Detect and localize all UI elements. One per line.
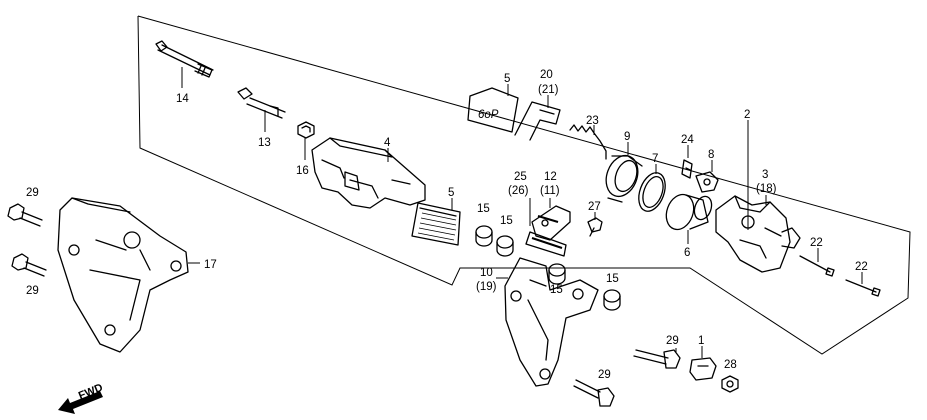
caliper-3	[715, 195, 801, 273]
cap-1	[689, 357, 717, 381]
label-2: 2	[744, 109, 750, 121]
label-22-b: 22	[855, 261, 868, 273]
label-22-a: 22	[810, 237, 823, 249]
bracket-17	[57, 197, 189, 353]
label-20: 20	[540, 69, 553, 81]
label-7: 7	[652, 153, 658, 165]
bracket-4	[311, 137, 426, 209]
pin-13	[237, 87, 286, 119]
bushing-15-c	[548, 263, 566, 285]
bolt-29-d	[573, 379, 615, 407]
nut-28	[721, 375, 739, 393]
nut-16	[297, 121, 315, 139]
label-29-a: 29	[26, 187, 39, 199]
bolt-29-b	[11, 253, 47, 277]
plate-12	[531, 205, 571, 241]
label-18: (18)	[756, 183, 777, 195]
label-29-b: 29	[26, 285, 39, 297]
cap-8	[695, 171, 719, 193]
bushing-15-b	[496, 235, 514, 257]
label-14: 14	[176, 93, 189, 105]
label-26: (26)	[508, 185, 529, 197]
bolt-14	[155, 40, 214, 78]
svg-text:6oP: 6oP	[478, 109, 499, 121]
label-21: (21)	[538, 84, 559, 96]
bolt-29-c	[633, 349, 681, 369]
label-4: 4	[384, 137, 391, 149]
label-10: 10	[480, 267, 493, 279]
label-29-d: 29	[598, 369, 611, 381]
bushing-15-a	[475, 225, 493, 247]
label-12: 12	[544, 171, 557, 183]
label-23: 23	[586, 115, 599, 127]
pin-22-a	[799, 255, 835, 277]
label-15-a: 15	[477, 203, 490, 215]
label-27: 27	[588, 201, 601, 213]
pad-5-upper: 6oP	[467, 87, 519, 133]
assembly-outline	[137, 15, 911, 355]
label-5-lower: 5	[448, 187, 454, 199]
label-25: 25	[514, 171, 527, 183]
pin-22-b	[845, 279, 881, 297]
label-3: 3	[762, 169, 768, 181]
label-1: 1	[698, 335, 704, 347]
label-24: 24	[681, 134, 694, 146]
label-9: 9	[624, 131, 630, 143]
label-13: 13	[258, 137, 271, 149]
plug-25	[525, 231, 567, 257]
label-15-d: 15	[606, 273, 619, 285]
ring-7	[638, 172, 666, 212]
spring-23	[569, 124, 607, 160]
shim-20	[514, 101, 561, 141]
label-28: 28	[724, 359, 737, 371]
pad-5-lower	[411, 202, 461, 246]
label-17: 17	[204, 259, 217, 271]
screw-27	[587, 217, 603, 237]
label-15-c: 15	[550, 284, 563, 296]
bleeder-24	[681, 159, 693, 179]
label-11: (11)	[540, 185, 560, 197]
bolt-29-a	[7, 203, 43, 227]
bushing-15-d	[603, 289, 621, 311]
label-19: (19)	[476, 281, 497, 293]
seal-9	[605, 154, 643, 203]
label-16: 16	[296, 165, 309, 177]
label-15-b: 15	[500, 215, 513, 227]
bracket-10	[504, 257, 599, 387]
label-29-c: 29	[666, 335, 679, 347]
piston-6	[665, 193, 713, 231]
label-5-upper: 5	[504, 73, 510, 85]
label-8: 8	[708, 149, 714, 161]
fwd-arrow-icon	[58, 391, 103, 414]
label-6: 6	[684, 247, 690, 259]
